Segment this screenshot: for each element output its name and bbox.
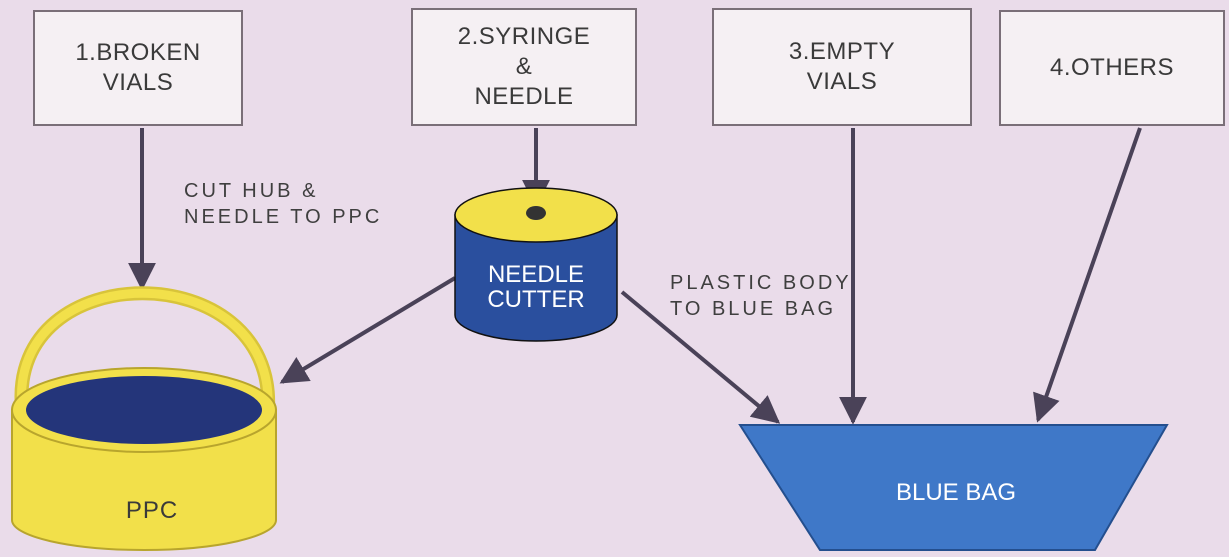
others-line1: 4.OTHERS — [1049, 54, 1175, 81]
ppc-basket: PPC — [11, 286, 277, 551]
broken-vials-line2: VIALS — [102, 69, 174, 96]
broken-vials-line1: 1.BROKEN — [75, 39, 201, 66]
ppc-label: PPC — [126, 497, 178, 524]
syringe-needle-box: 2.SYRINGE & NEEDLE — [411, 8, 637, 126]
syringe-needle-line3: NEEDLE — [474, 83, 574, 110]
needle-cutter-line1: NEEDLE — [488, 261, 584, 288]
others-box: 4.OTHERS — [999, 10, 1225, 126]
empty-vials-line2: VIALS — [806, 68, 878, 95]
blue-bag-label: BLUE BAG — [896, 479, 1016, 506]
empty-vials-box: 3.EMPTY VIALS — [712, 8, 972, 126]
empty-vials-line1: 3.EMPTY — [788, 38, 896, 65]
syringe-needle-line2: & — [515, 53, 533, 80]
plastic-body-label: PLASTIC BODY TO BLUE BAG — [670, 272, 852, 320]
cut-hub-label: CUT HUB & NEEDLE TO PPC — [184, 180, 383, 228]
arrow-cutter-to-ppc — [279, 276, 457, 384]
blue-bag: BLUE BAG — [738, 424, 1169, 551]
needle-cutter: NEEDLE CUTTER — [454, 187, 618, 342]
arrow-cutter-to-blue-bag — [620, 290, 781, 424]
arrow-others-to-blue-bag — [1033, 127, 1142, 423]
broken-vials-box: 1.BROKEN VIALS — [33, 10, 243, 126]
syringe-needle-line1: 2.SYRINGE — [457, 23, 591, 50]
needle-cutter-line2: CUTTER — [487, 286, 584, 313]
